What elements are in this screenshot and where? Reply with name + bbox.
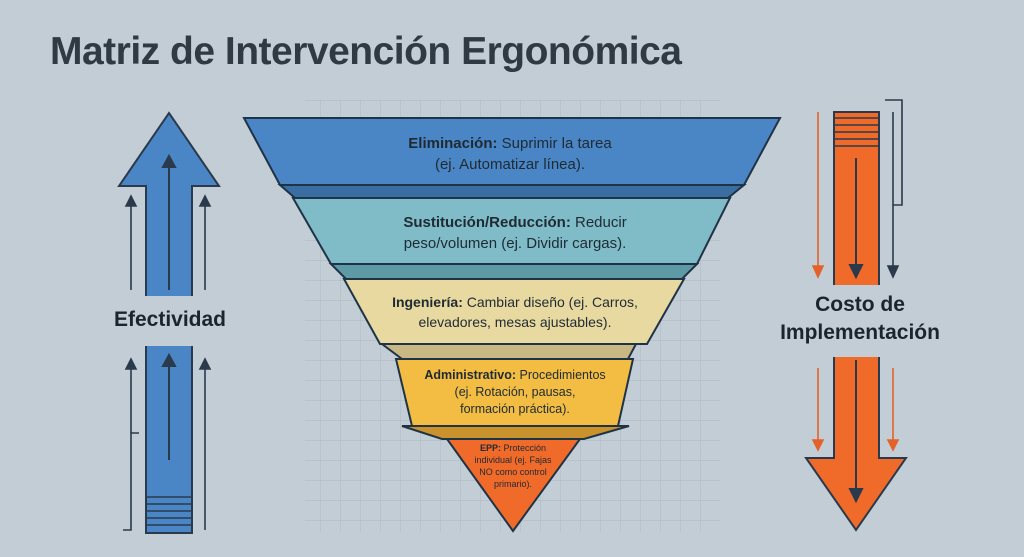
page-title: Matriz de Intervención Ergonómica [50, 30, 682, 73]
effectiveness-inner-arrows [161, 153, 177, 460]
level-administrativo-text: Administrativo: Procedimientos (ej. Rota… [400, 367, 630, 418]
level-line: Cambiar diseño (ej. Carros, [462, 294, 638, 310]
cost-label: Costo de Implementación [760, 291, 960, 347]
level-line: individual (ej. Fajas [474, 455, 552, 465]
level-epp-text: EPP: Protección individual (ej. Fajas NO… [453, 442, 573, 490]
cost-arrow-top-stripes [834, 117, 879, 147]
level-line: primario). [493, 479, 532, 489]
level-line: elevadores, mesas ajustables). [418, 314, 612, 330]
arrow-label-gap [100, 296, 240, 346]
level-line: peso/volumen (ej. Dividir cargas). [403, 235, 627, 252]
level-line: Suprimir la tarea [497, 135, 612, 152]
cost-side-arrows [811, 99, 903, 452]
cost-label-line2: Implementación [780, 321, 940, 344]
effectiveness-arrow-base-stripes [146, 496, 192, 526]
cost-label-gap [760, 285, 960, 357]
funnel-level-eliminacion [242, 117, 782, 186]
level-sustitucion-text: Sustitución/Reducción: Reducir peso/volu… [320, 212, 710, 254]
level-line: NO como control [479, 467, 547, 477]
level-head: Administrativo: [424, 368, 517, 382]
level-head: Sustitución/Reducción: [403, 214, 571, 231]
level-eliminacion-text: Eliminación: Suprimir la tarea (ej. Auto… [300, 133, 720, 175]
level-line: formación práctica). [460, 402, 570, 416]
level-ingenieria-text: Ingeniería: Cambiar diseño (ej. Carros, … [360, 292, 670, 332]
level-head: Ingeniería: [392, 294, 463, 310]
effectiveness-side-arrows [123, 194, 212, 531]
cost-inner-arrows [848, 158, 864, 504]
level-line: (ej. Rotación, pausas, [454, 385, 576, 399]
funnel [242, 117, 782, 533]
level-head: EPP: [479, 443, 501, 453]
level-line: Protección [500, 443, 547, 453]
level-line: Procedimientos [516, 368, 606, 382]
effectiveness-label: Efectividad [113, 308, 227, 331]
level-line: (ej. Automatizar línea). [434, 156, 586, 173]
level-head: Eliminación: [408, 135, 498, 152]
cost-label-line1: Costo de [815, 293, 905, 316]
level-line: Reducir [570, 214, 627, 231]
